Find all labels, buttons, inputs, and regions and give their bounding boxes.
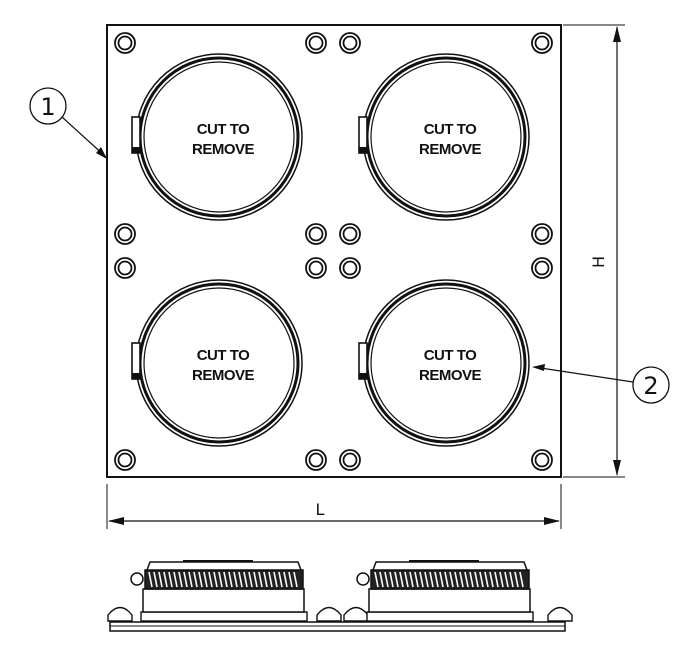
mounting-hole [339, 257, 361, 279]
cut-ring: CUT TO REMOVE [131, 53, 303, 221]
mounting-hole [531, 449, 553, 471]
side-bolt-head [547, 606, 573, 622]
mounting-hole [305, 449, 327, 471]
cut-ring: CUT TO REMOVE [358, 279, 530, 447]
mounting-hole [114, 257, 136, 279]
side-bolt-head [107, 606, 133, 622]
callout-2-label: 2 [643, 372, 658, 400]
side-latch [130, 572, 144, 586]
cut-to-remove-label: CUT TO [197, 347, 250, 364]
callout-2: 2 [532, 364, 670, 404]
length-dimension: L [106, 484, 562, 529]
cut-to-remove-label: CUT TO [197, 121, 250, 138]
side-clamp [130, 560, 308, 622]
cut-ring: CUT TO REMOVE [358, 53, 530, 221]
callout-1-label: 1 [40, 93, 55, 121]
mounting-hole [339, 449, 361, 471]
side-latch [356, 572, 370, 586]
height-label: H [589, 256, 608, 268]
mounting-hole [114, 223, 136, 245]
cut-ring: CUT TO REMOVE [131, 279, 303, 447]
mounting-hole [114, 32, 136, 54]
mounting-hole [531, 223, 553, 245]
cut-to-remove-label: REMOVE [192, 141, 255, 158]
mounting-hole [531, 257, 553, 279]
side-bolt-head [316, 606, 342, 622]
cut-to-remove-label: CUT TO [424, 121, 477, 138]
mounting-hole [339, 32, 361, 54]
side-bolt-head [343, 606, 369, 622]
cut-to-remove-label: REMOVE [192, 367, 255, 384]
mounting-holes [114, 32, 553, 471]
mounting-hole [305, 257, 327, 279]
mounting-hole [305, 223, 327, 245]
cut-to-remove-label: CUT TO [424, 347, 477, 364]
side-view [107, 560, 573, 632]
mounting-hole [531, 32, 553, 54]
height-dimension: H [563, 24, 625, 478]
length-label: L [316, 500, 325, 519]
callout-1: 1 [29, 87, 107, 159]
mounting-hole [114, 449, 136, 471]
mounting-hole [305, 32, 327, 54]
side-clamp [356, 560, 534, 622]
mounting-hole [339, 223, 361, 245]
cut-to-remove-label: REMOVE [419, 367, 482, 384]
cut-to-remove-label: REMOVE [419, 141, 482, 158]
